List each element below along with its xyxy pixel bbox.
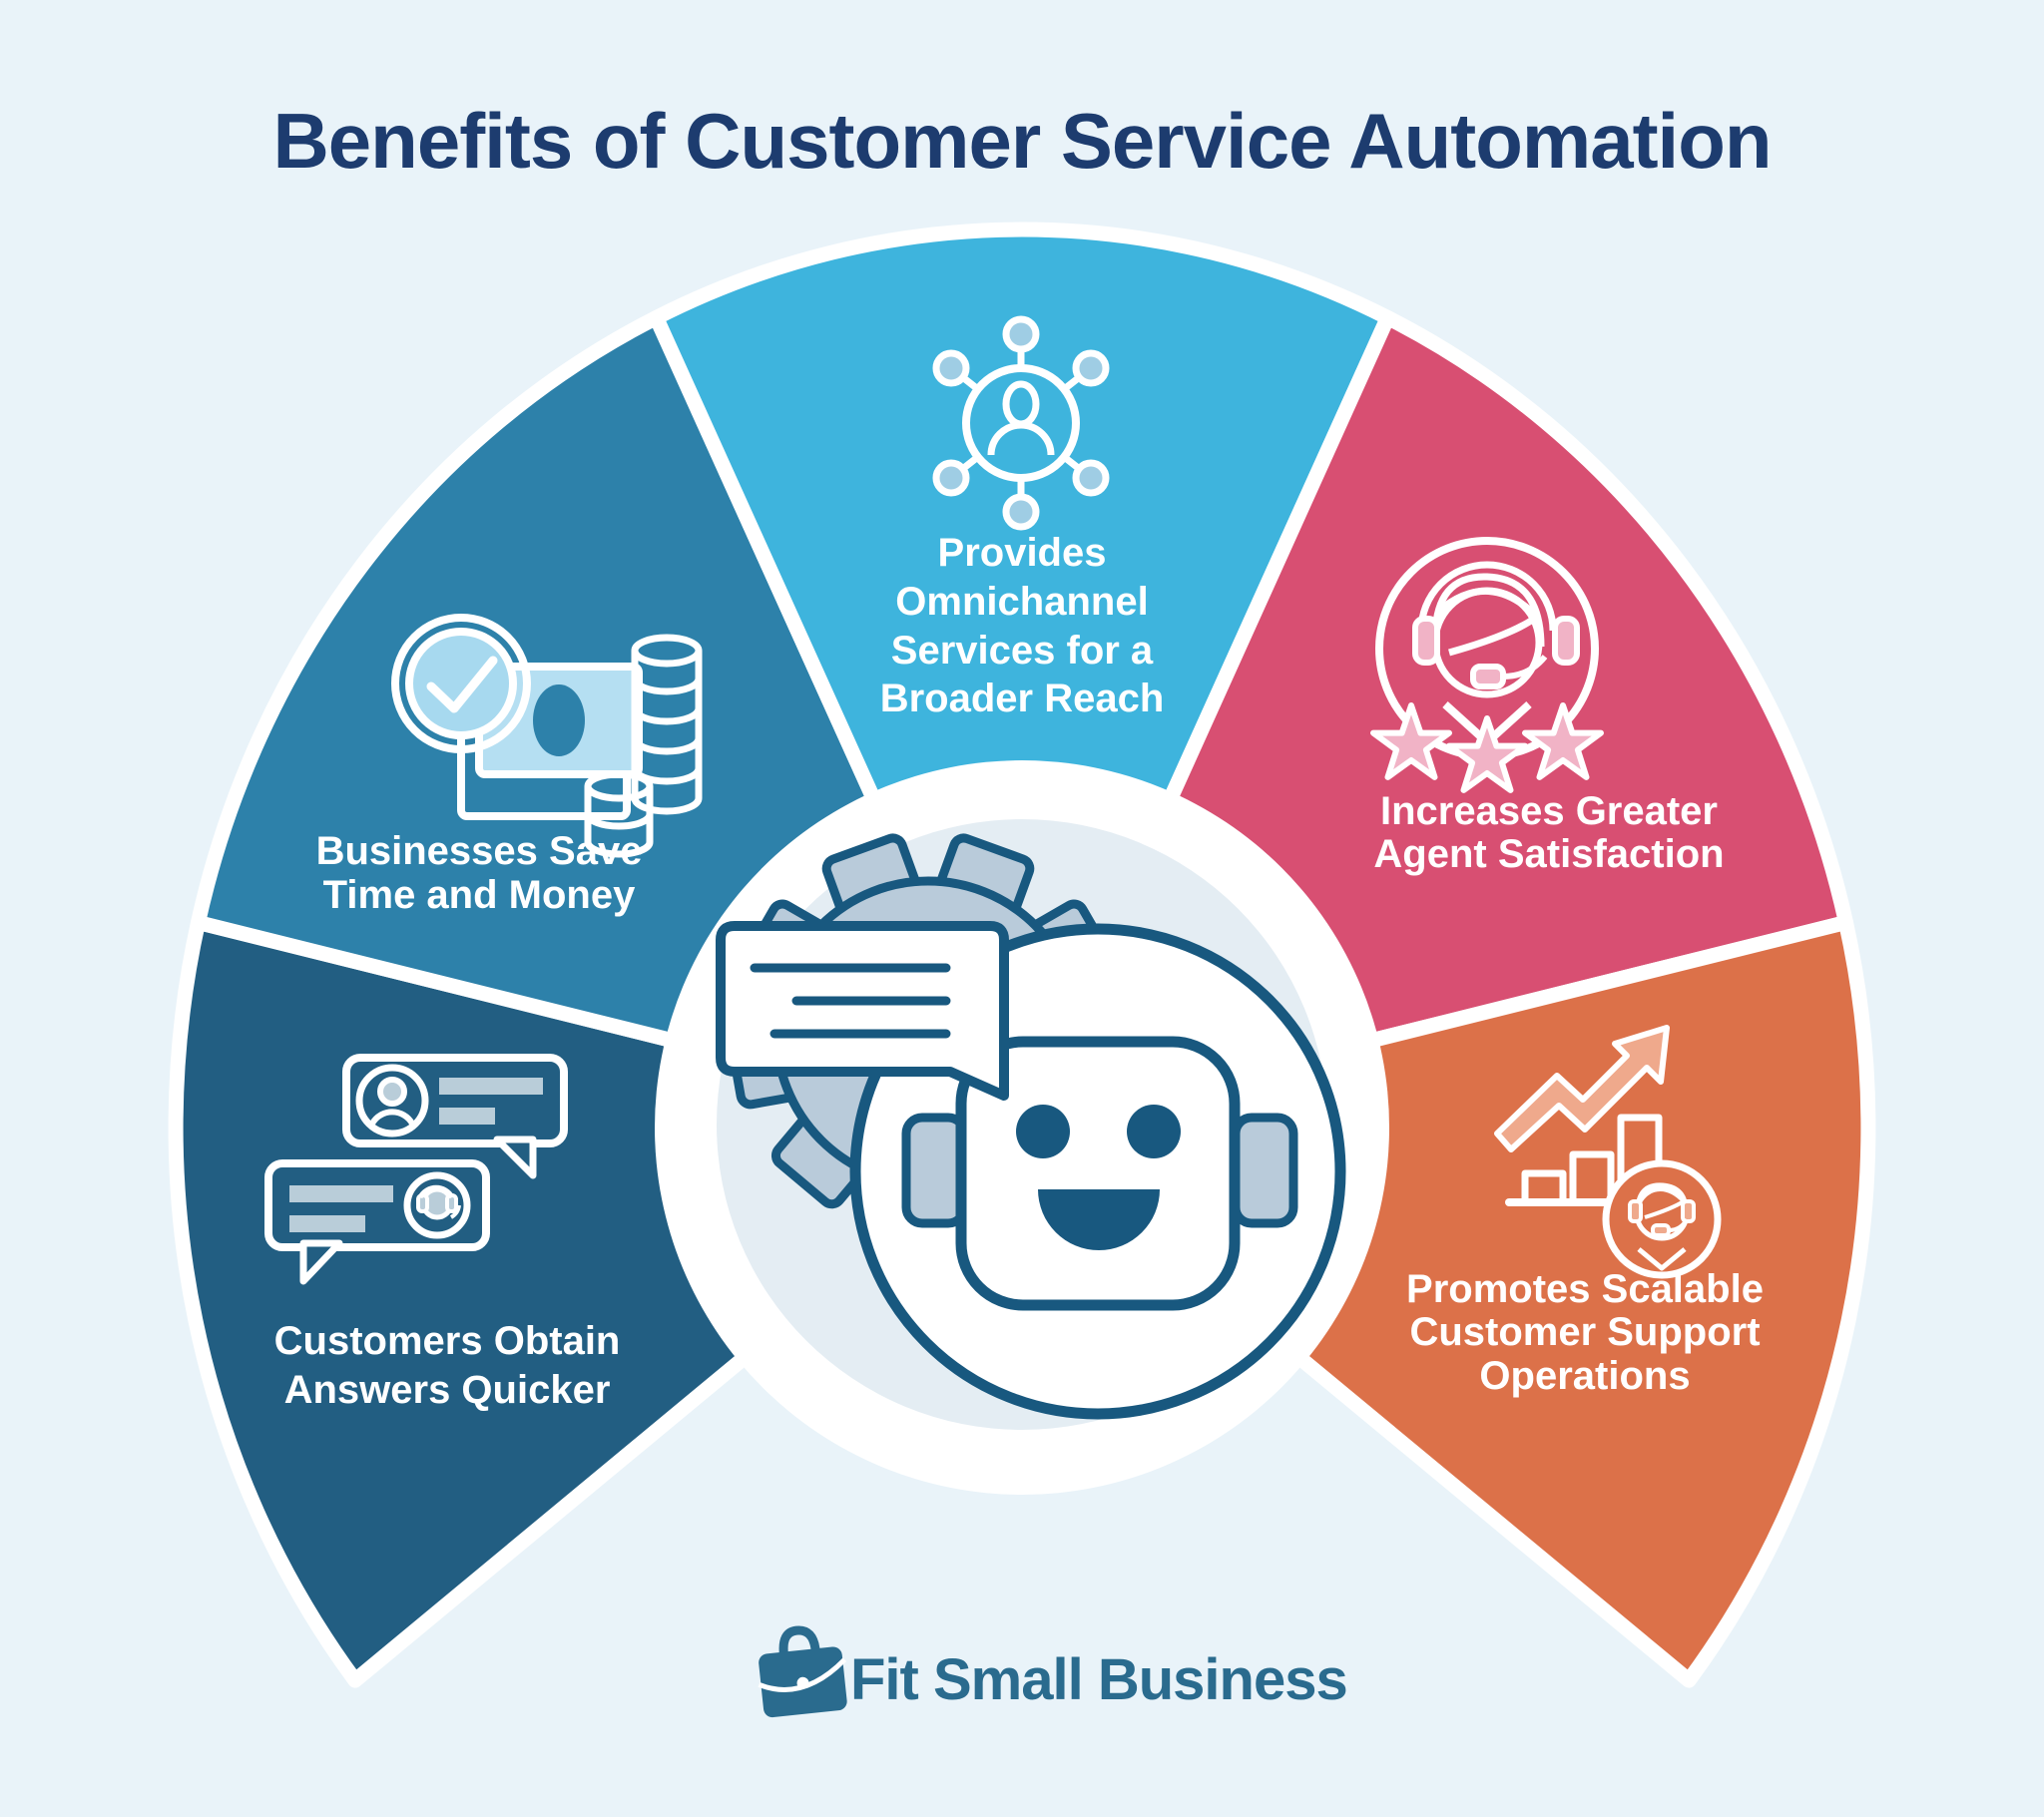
- segment-label-line: Broader Reach: [880, 677, 1165, 720]
- segment-labels: Customers Obtain Answers Quicker Busines…: [274, 531, 1764, 1412]
- segment-label-line: Promotes Scalable: [1406, 1267, 1764, 1311]
- chatbot-smile: [1038, 1189, 1160, 1250]
- segment-label-line: Services for a: [891, 629, 1154, 673]
- segment-label-line: Increases Greater: [1380, 789, 1718, 833]
- chat-conversation-icon: [264, 1054, 568, 1285]
- segment-label-line: Provides: [938, 531, 1107, 575]
- agent-stars-icon: [1373, 537, 1601, 790]
- omnichannel-network-icon: [932, 315, 1110, 531]
- segment-label-line: Agent Satisfaction: [1373, 832, 1724, 876]
- segment-label-line: Operations: [1479, 1354, 1690, 1398]
- time-money-icon: [391, 614, 703, 858]
- segment-omnichannel-services: [649, 222, 1395, 1136]
- brand-logo: Fit Small Business: [758, 1625, 1348, 1718]
- growth-agent-icon: [1494, 1025, 1722, 1279]
- segment-label-line: Time and Money: [323, 873, 636, 917]
- segment-label-line: Businesses Save: [316, 829, 643, 873]
- segment-label-line: Omnichannel: [895, 580, 1148, 624]
- brand-name: Fit Small Business: [850, 1647, 1347, 1712]
- segment-label-line: Answers Quicker: [284, 1368, 611, 1412]
- segment-label-line: Customers Obtain: [274, 1319, 621, 1363]
- segment-label-line: Customer Support: [1409, 1310, 1760, 1354]
- briefcase-icon: [758, 1625, 847, 1718]
- page-title: Benefits of Customer Service Automation: [272, 97, 1771, 185]
- speech-bubble-icon: [716, 921, 1009, 1101]
